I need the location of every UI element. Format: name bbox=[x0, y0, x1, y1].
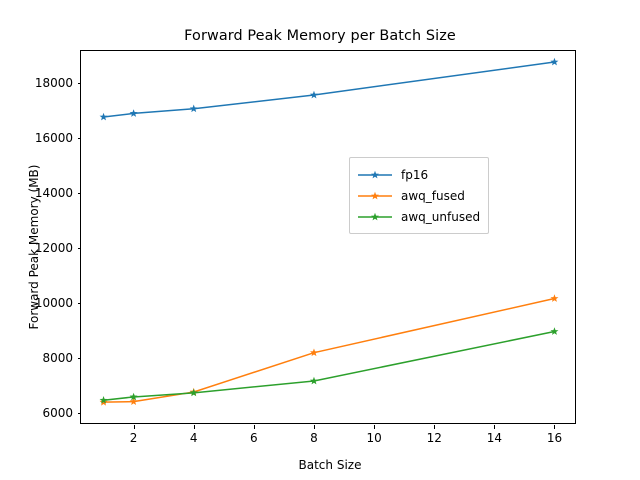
x-axis-tick-mark bbox=[253, 425, 255, 429]
series-line bbox=[102, 297, 556, 403]
legend-label: awq_unfused bbox=[401, 209, 481, 224]
y-axis-tick-mark bbox=[77, 412, 81, 414]
data-point-marker bbox=[129, 109, 138, 117]
x-axis-tick-mark bbox=[133, 425, 135, 429]
y-axis-tick-mark bbox=[77, 192, 81, 194]
series-line bbox=[102, 61, 556, 118]
x-axis-tick-label: 14 bbox=[486, 431, 502, 445]
data-point-marker bbox=[550, 57, 559, 66]
data-point-marker bbox=[550, 294, 559, 302]
data-point-marker bbox=[99, 112, 108, 121]
x-axis-tick-label: 16 bbox=[546, 431, 563, 445]
data-point-marker bbox=[189, 104, 198, 113]
y-axis-tick-label: 8000 bbox=[42, 350, 73, 365]
legend-label: fp16 bbox=[401, 167, 429, 182]
y-axis-tick-label: 16000 bbox=[34, 130, 73, 145]
data-point-marker bbox=[189, 388, 198, 397]
x-axis-tick-mark bbox=[494, 425, 496, 429]
data-point-marker bbox=[550, 327, 559, 335]
x-axis-tick-label: 6 bbox=[250, 431, 258, 445]
data-point-marker bbox=[309, 348, 318, 357]
x-axis-tick-label: 10 bbox=[366, 431, 382, 445]
legend-swatch bbox=[358, 191, 392, 199]
series-fp16 bbox=[99, 57, 559, 121]
legend-swatch bbox=[358, 212, 392, 220]
series-awq_fused bbox=[99, 294, 559, 406]
y-axis-tick-mark bbox=[77, 137, 81, 139]
x-axis-tick-mark bbox=[193, 425, 195, 429]
x-axis-tick-label: 8 bbox=[310, 431, 318, 445]
x-axis-tick-mark bbox=[554, 425, 556, 429]
y-axis-tick-label: 6000 bbox=[42, 405, 73, 420]
y-axis-tick-mark bbox=[77, 82, 81, 84]
series-line bbox=[102, 330, 556, 401]
plot-svg bbox=[99, 57, 559, 406]
y-axis-tick-label: 14000 bbox=[34, 185, 73, 200]
data-point-marker bbox=[129, 392, 138, 401]
legend-item-awq_unfused[interactable]: awq_unfused bbox=[357, 206, 480, 227]
legend: fp16 awq_fused awq_unfused bbox=[349, 157, 490, 234]
x-axis-label: Batch Size bbox=[298, 458, 362, 472]
x-axis-tick-mark bbox=[434, 425, 436, 429]
data-point-marker bbox=[309, 90, 318, 99]
data-point-marker bbox=[309, 376, 318, 385]
y-axis-tick-label: 12000 bbox=[34, 240, 73, 255]
legend-item-fp16[interactable]: fp16 bbox=[357, 164, 480, 185]
data-point-marker bbox=[99, 396, 108, 404]
plot-area: 6000 8000 10000 12000 14000 16000 18000 2 4 6 8 10 1… bbox=[35, 50, 576, 445]
y-axis-tick-mark bbox=[77, 302, 81, 304]
x-axis-tick-label: 2 bbox=[129, 431, 138, 445]
x-axis-tick-mark bbox=[374, 425, 376, 429]
page-title: Forward Peak Memory per Batch Size bbox=[184, 28, 456, 44]
y-axis-tick-label: 18000 bbox=[34, 75, 73, 90]
legend-swatch bbox=[358, 170, 392, 178]
y-axis-tick-label: 10000 bbox=[34, 295, 73, 310]
x-axis-tick-label: 12 bbox=[426, 431, 442, 445]
y-axis-tick-mark bbox=[77, 357, 81, 359]
y-axis-tick-mark bbox=[77, 247, 81, 249]
legend-label: awq_fused bbox=[401, 188, 465, 203]
x-axis-tick-label: 4 bbox=[189, 431, 198, 445]
data-point-marker bbox=[129, 397, 138, 406]
legend-item-awq_fused[interactable]: awq_fused bbox=[357, 185, 480, 206]
series-awq_unfused bbox=[99, 327, 559, 404]
x-axis-tick-mark bbox=[313, 425, 315, 429]
